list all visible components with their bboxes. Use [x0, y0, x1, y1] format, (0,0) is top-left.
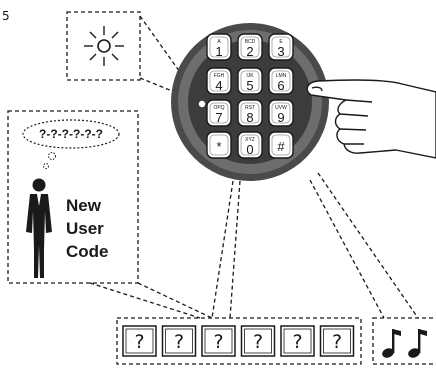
keypad-key-digit: 1 [215, 44, 222, 59]
user-code-panel: ?-?-?-?-?-? New User Code [7, 110, 139, 284]
keypad-key-letters: BCD [245, 39, 256, 45]
code-entry-char: ? [253, 331, 263, 353]
code-entry-char: ? [213, 331, 223, 353]
code-entry-frame [116, 317, 362, 365]
keypad-key-letters: UVW [275, 105, 287, 111]
thought-bubble [22, 119, 120, 149]
keypad-led [198, 100, 206, 108]
caption-line-user: User [66, 219, 104, 238]
keypad-key-digit: # [277, 139, 285, 154]
keypad-key-hash[interactable]: # [268, 131, 294, 159]
keypad-key-digit: * [216, 139, 221, 154]
led-callout [66, 11, 141, 81]
led-flash-icon [84, 26, 124, 66]
beep-leader-line [309, 179, 385, 319]
keypad-key-letters: XYZ [245, 137, 255, 143]
keypad-key-1[interactable]: A1 [206, 33, 232, 61]
keypad-key-letters: LMN [276, 73, 287, 79]
pointing-hand-icon [306, 79, 436, 159]
code-entry-box: ? [161, 325, 197, 357]
code-entry-box: ? [122, 325, 157, 357]
beep-leader-line [317, 172, 419, 319]
code-entry-char: ? [134, 331, 144, 353]
keypad-key-letters: E [279, 39, 283, 45]
keypad-key-digit: 9 [277, 110, 284, 125]
keypad-key-digit: 6 [277, 78, 284, 93]
thought-dot-icon [48, 152, 56, 160]
keypad-leader-line [211, 180, 234, 319]
caption-line-new: New [66, 196, 102, 215]
code-entry-box: ? [240, 325, 276, 357]
led-callout-frame [66, 11, 141, 81]
code-entry-box: ? [201, 325, 236, 357]
code-entry-box: ? [280, 325, 315, 357]
beep-panel [372, 317, 436, 365]
keypad-key-letters: RST [245, 105, 255, 111]
music-note-icon [408, 329, 427, 358]
music-note-icon [382, 329, 401, 358]
panel-leader-line [89, 282, 201, 319]
keypad-key-letters: IJK [246, 73, 254, 79]
keypad-key-letters: OPQ [213, 105, 224, 111]
beep-frame [372, 317, 436, 365]
code-entry-char: ? [174, 331, 184, 353]
keypad-key-digit: 5 [246, 78, 253, 93]
code-entry-box: ? [319, 325, 355, 357]
code-entry-strip: ?????? [116, 317, 362, 365]
code-entry-boxes: ?????? [122, 325, 355, 357]
keypad-key-digit: 8 [246, 110, 253, 125]
code-entry-char: ? [292, 331, 302, 353]
keypad-key-letters: FGH [214, 73, 225, 79]
code-entry-char: ? [332, 331, 342, 353]
keypad-key-letters: A [217, 39, 221, 45]
led-leader-line [139, 15, 203, 104]
keypad-leader-line [229, 180, 241, 319]
user-code-frame [7, 110, 139, 284]
keypad-key-digit: 4 [215, 78, 222, 93]
keypad-key-digit: 0 [246, 142, 253, 157]
keypad-key-digit: 7 [215, 110, 222, 125]
keypad-key-star[interactable]: * [206, 131, 232, 159]
person-silhouette-icon [26, 178, 52, 278]
panel-leader-line [137, 282, 213, 319]
caption-line-code: Code [66, 242, 109, 261]
keypad-key-digit: 2 [246, 44, 253, 59]
keypad-key-3[interactable]: E3 [268, 33, 294, 61]
thought-bubble-text: ?-?-?-?-?-? [39, 127, 103, 141]
step-number: 5 [2, 9, 10, 23]
thought-dot-icon [43, 163, 49, 169]
keypad-key-digit: 3 [277, 44, 284, 59]
